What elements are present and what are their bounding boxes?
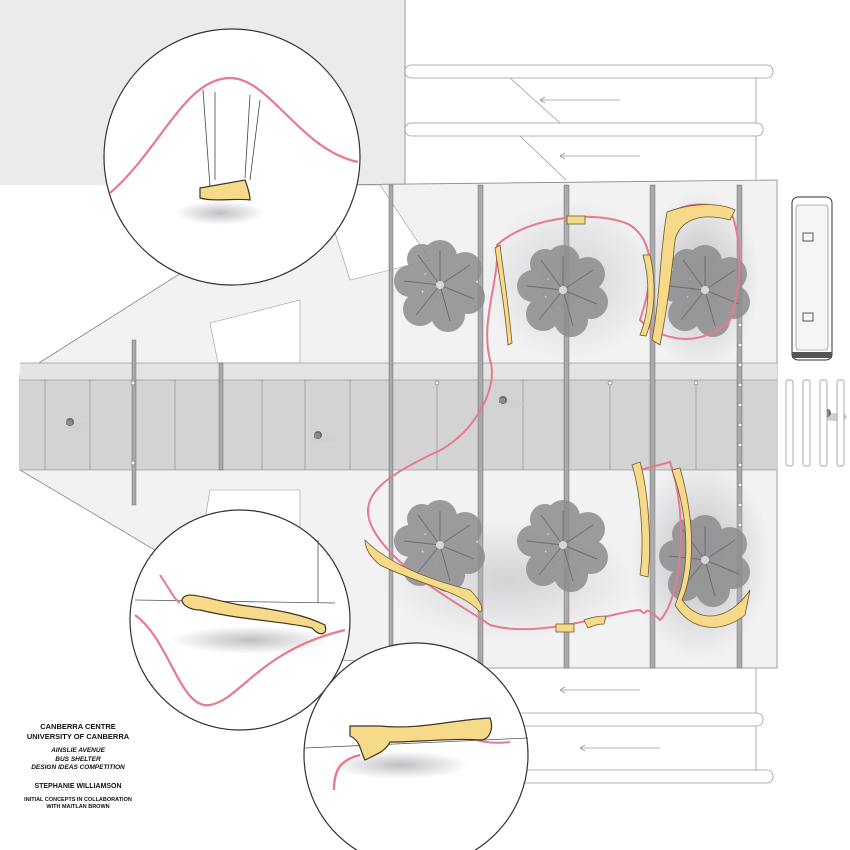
bus-icon xyxy=(791,196,833,361)
credits-block: CANBERRA CENTRE UNIVERSITY OF CANBERRA A… xyxy=(8,722,148,811)
crosswalk xyxy=(785,379,845,467)
bollards xyxy=(130,322,743,528)
credit-author: STEPHANIE WILLIAMSON xyxy=(34,782,122,790)
credit-subtitle-1: AINSLIE AVENUE xyxy=(51,747,105,754)
bench-detail-circle-right xyxy=(303,642,529,850)
ribbon-path xyxy=(367,203,741,631)
credit-note-2: WITH MAITLAN BROWN xyxy=(46,803,110,810)
credit-note-1: INITIAL CONCEPTS IN COLLABORATION xyxy=(24,796,132,803)
bench-detail-circle-left xyxy=(129,509,351,731)
credit-institution-2: UNIVERSITY OF CANBERRA xyxy=(26,732,130,741)
curved-bench-icon xyxy=(364,204,751,633)
upper-road-lines xyxy=(404,64,774,181)
swing-detail-circle xyxy=(103,28,361,286)
credit-institution-1: CANBERRA CENTRE xyxy=(40,722,116,731)
credit-subtitle-3: DESIGN IDEAS COMPETITION xyxy=(31,764,125,771)
credit-subtitle-2: BUS SHELTER xyxy=(55,755,101,763)
swing-seat-icon xyxy=(199,179,251,201)
